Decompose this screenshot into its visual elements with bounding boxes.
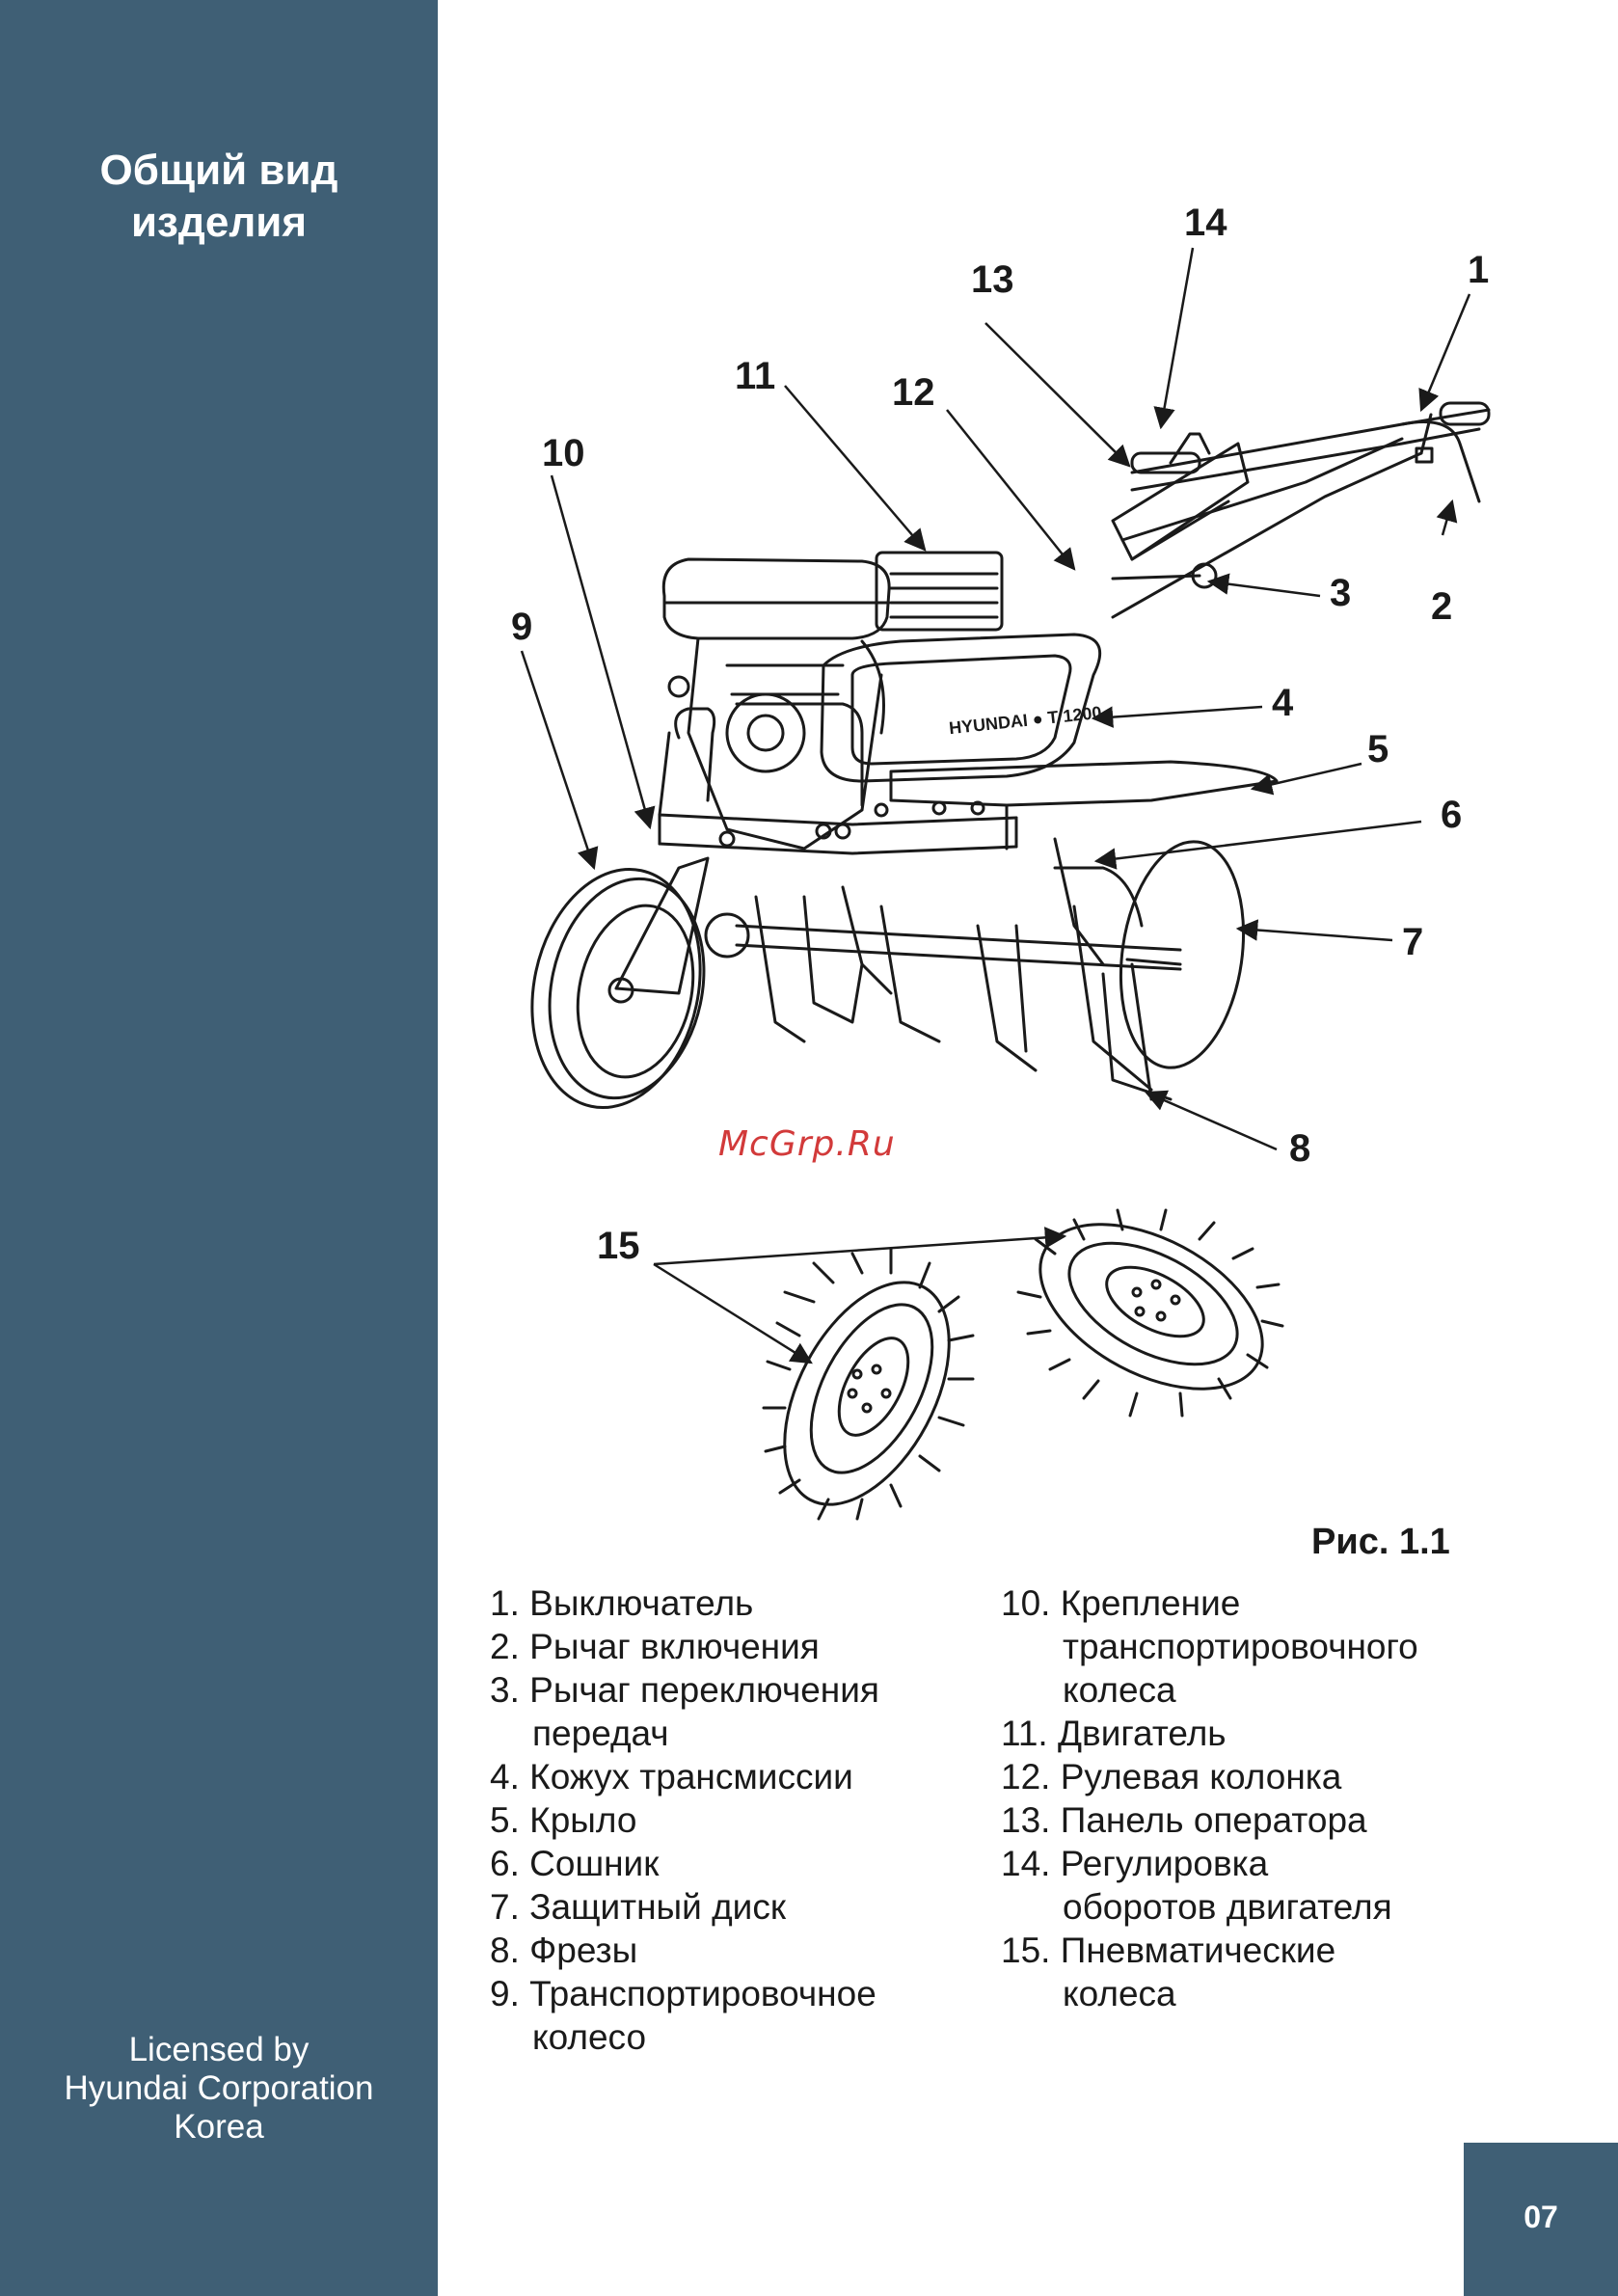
legend-item-2: 2. Рычаг включения — [490, 1627, 820, 1666]
watermark: McGrp.Ru — [718, 1124, 896, 1164]
engine-drawing — [661, 551, 1004, 851]
transport-wheel-drawing — [530, 856, 710, 1110]
callout-5: 5 — [1367, 728, 1389, 770]
figure-caption: Рис. 1.1 — [1311, 1522, 1450, 1562]
license-line2: Hyundai Corporation — [64, 2069, 374, 2107]
engine-badge-text: HYUNDAI ● T 1200 — [948, 703, 1102, 739]
callout-13: 13 — [971, 258, 1014, 301]
license-note: Licensed by Hyundai Corporation Korea — [0, 2031, 438, 2147]
legend-item-7: 7. Защитный диск — [490, 1887, 787, 1927]
callout-leaders — [520, 247, 1471, 1364]
callout-2: 2 — [1431, 585, 1452, 628]
cultivator-illustration: HYUNDAI ● T 1200 1 2 3 4 5 6 7 8 9 10 11… — [511, 202, 1491, 1521]
license-line1: Licensed by — [128, 2031, 310, 2068]
callout-3: 3 — [1330, 572, 1351, 614]
callout-6: 6 — [1441, 794, 1462, 836]
callout-14: 14 — [1184, 202, 1227, 244]
callout-7: 7 — [1402, 921, 1423, 963]
legend-item-11: 11. Двигатель — [1001, 1714, 1227, 1753]
legend-item-5: 5. Крыло — [490, 1800, 637, 1840]
pneumatic-wheel-left-drawing — [762, 1247, 975, 1521]
callout-12: 12 — [892, 371, 935, 414]
callout-numbers: 1 2 3 4 5 6 7 8 9 10 11 12 13 14 15 — [511, 202, 1489, 1267]
sidebar — [0, 0, 438, 2296]
callout-4: 4 — [1272, 682, 1294, 724]
front-frame-drawing — [658, 702, 1018, 855]
page-number: 07 — [1524, 2200, 1558, 2234]
legend-item-4: 4. Кожух трансмиссии — [490, 1757, 853, 1796]
callout-11: 11 — [735, 355, 775, 397]
section-title: Общий вид изделия — [0, 145, 438, 249]
legend-item-1: 1. Выключатель — [490, 1583, 754, 1623]
legend-column-1: 1. Выключатель 2. Рычаг включения 3. Рыч… — [490, 1581, 991, 2059]
callout-8: 8 — [1289, 1127, 1310, 1170]
legend-item-8: 8. Фрезы — [490, 1931, 638, 1970]
protective-disc-drawing — [1119, 840, 1246, 1069]
legend-item-6: 6. Сошник — [490, 1844, 660, 1883]
callout-1: 1 — [1468, 249, 1489, 291]
page-number-box — [1464, 2143, 1618, 2296]
callout-10: 10 — [542, 432, 585, 474]
tillers-drawing — [704, 837, 1182, 1101]
fender-drawing — [889, 760, 1279, 851]
legend-item-13: 13. Панель оператора — [1001, 1800, 1367, 1840]
callout-9: 9 — [511, 606, 532, 648]
pneumatic-wheel-right-drawing — [1016, 1208, 1284, 1418]
section-title-line1: Общий вид — [99, 147, 338, 194]
section-title-line2: изделия — [131, 199, 307, 246]
legend-item-12: 12. Рулевая колонка — [1001, 1757, 1342, 1796]
callout-15: 15 — [597, 1225, 640, 1267]
license-line3: Korea — [174, 2108, 264, 2146]
